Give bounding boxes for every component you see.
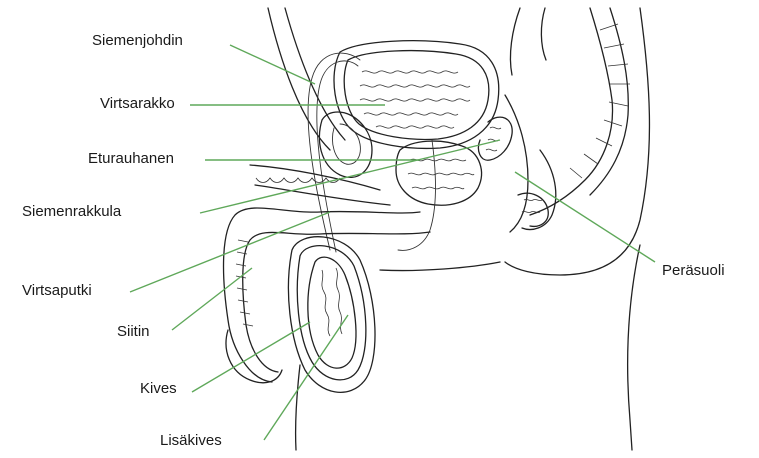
scrotum <box>288 237 375 393</box>
label-eturauhanen: Eturauhanen <box>88 150 174 168</box>
label-virtsarakko: Virtsarakko <box>100 95 175 113</box>
leader-lines <box>130 45 655 440</box>
bladder <box>334 41 499 149</box>
label-lisakives: Lisäkives <box>160 432 222 450</box>
penis <box>224 165 430 383</box>
leader-siemenrakkula <box>200 140 500 213</box>
label-siemenrakkula: Siemenrakkula <box>22 203 121 221</box>
leader-siemenjohdin <box>230 45 315 84</box>
leader-kives <box>192 322 310 392</box>
label-perasuoli: Peräsuoli <box>662 262 725 280</box>
leader-perasuoli <box>515 172 655 262</box>
leader-siitin <box>172 268 252 330</box>
label-kives: Kives <box>140 380 177 398</box>
label-virtsaputki: Virtsaputki <box>22 282 92 300</box>
label-siemenjohdin: Siemenjohdin <box>92 32 183 50</box>
label-siitin: Siitin <box>117 323 150 341</box>
rectum <box>505 95 556 232</box>
pubic-bone <box>319 112 372 177</box>
